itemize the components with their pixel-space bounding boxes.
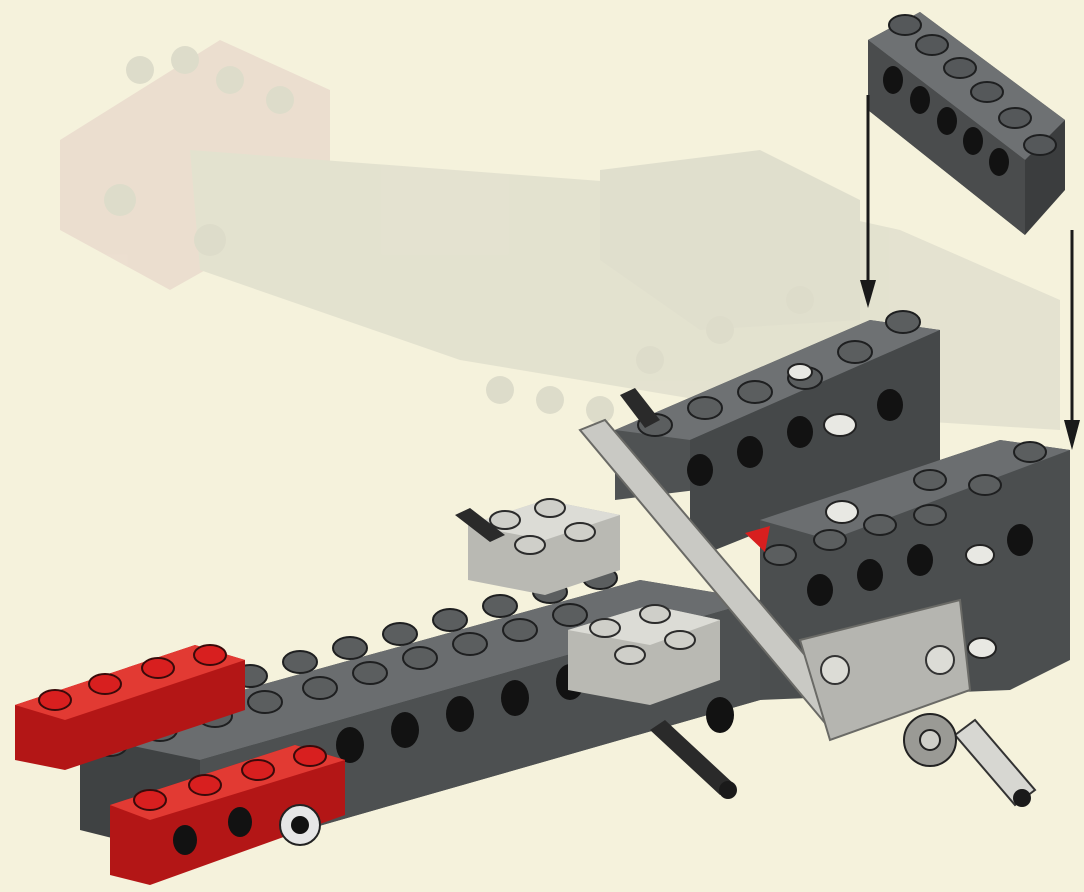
axle-right <box>955 720 1035 807</box>
gear-icon <box>904 714 956 766</box>
technic-brick-1x6-icon <box>868 12 1065 235</box>
placement-arrow-right <box>1064 230 1080 450</box>
